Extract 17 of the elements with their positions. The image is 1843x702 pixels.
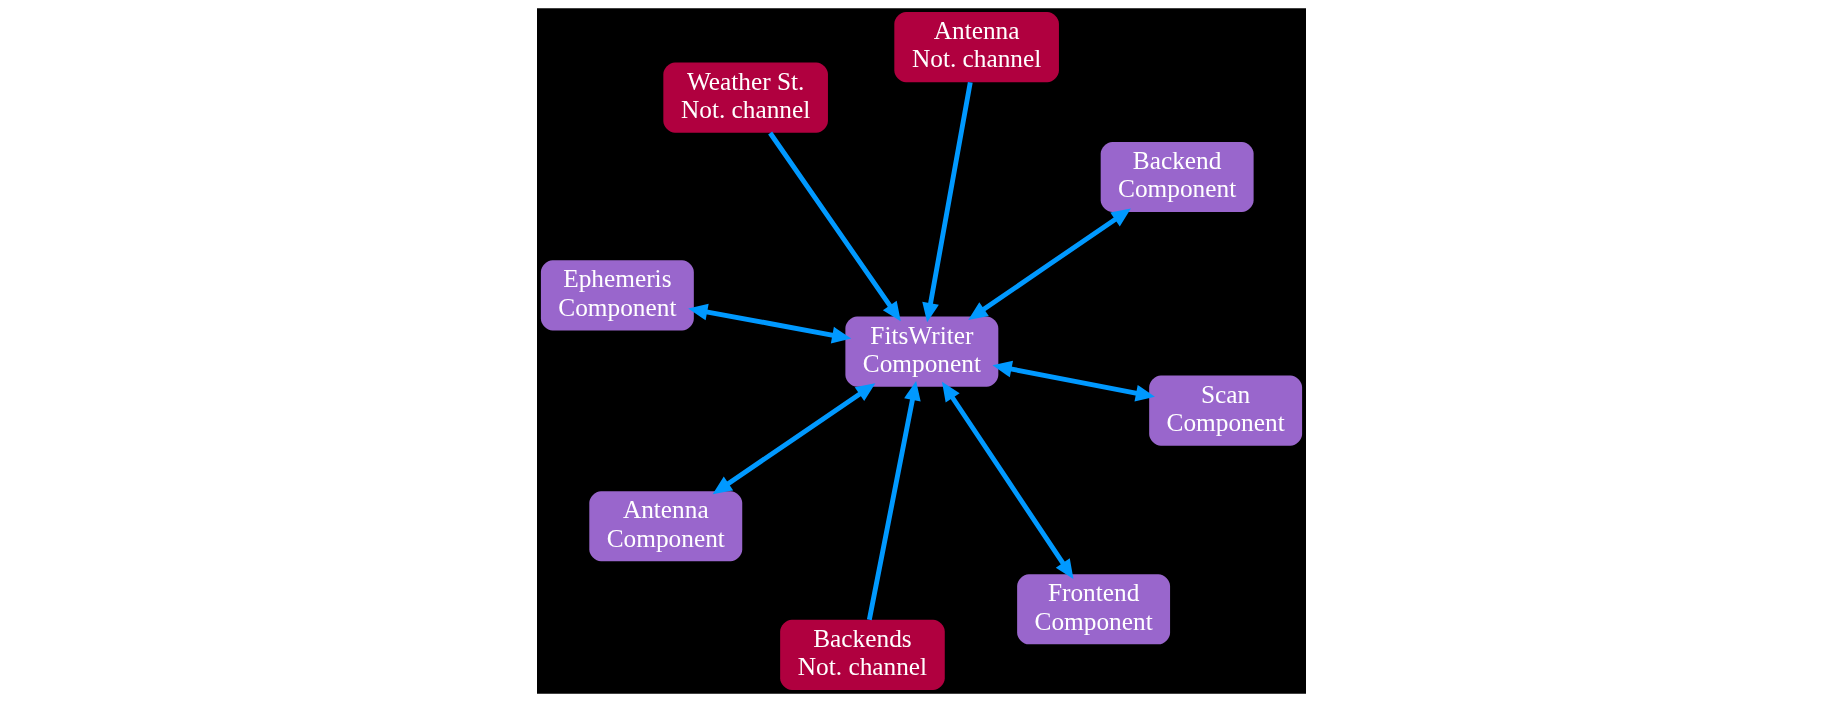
node-box: Frontend Component [1017,574,1171,645]
node-box: Ephemeris Component [540,260,694,331]
node-box: Backends Not. channel [780,619,945,690]
node-box: FitsWriter Component [845,316,999,387]
arrow [866,380,921,621]
arrow [968,208,1131,320]
arrow [942,381,1074,580]
node-box: Antenna Component [589,491,743,562]
arrow [992,360,1155,402]
node-box: Weather St. Not. channel [663,62,828,133]
arrow [712,383,876,495]
node-box: Backend Component [1100,141,1254,212]
node-box: Antenna Not. channel [894,12,1059,83]
arrow [688,303,852,344]
arrow [768,131,901,322]
node-box: Scan Component [1149,375,1303,446]
arrow [922,81,973,323]
